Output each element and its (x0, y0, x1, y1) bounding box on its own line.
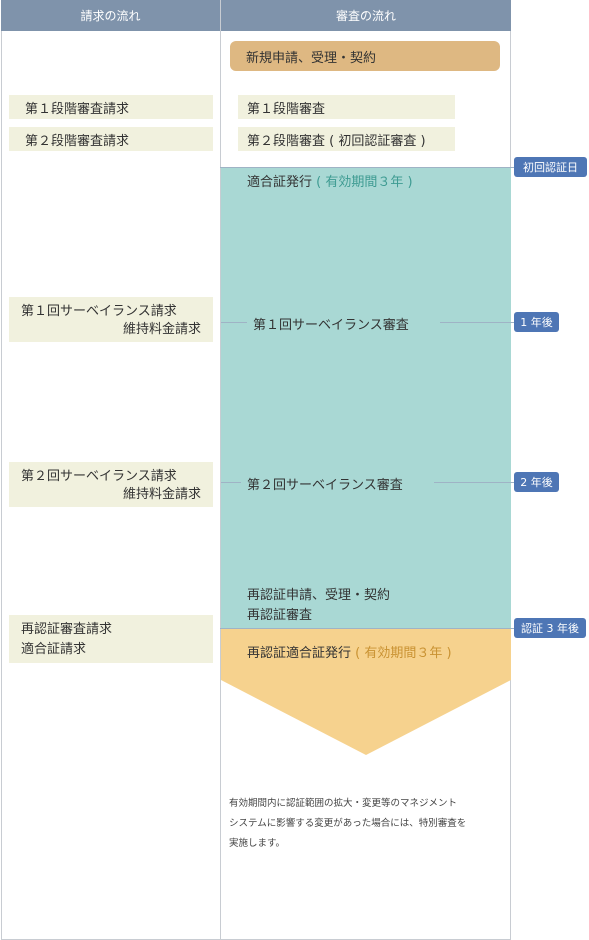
initial-cert-badge: 初回認証日 (514, 157, 587, 177)
recert-request-label: 再認証審査請求 (21, 622, 113, 637)
initial-cert-line (220, 167, 520, 168)
special-audit-note: 有効期間内に認証範囲の拡大・変更等のマネジメント システムに影響する変更があった… (229, 794, 507, 854)
stage1-audit-label: 第１段階審査 (247, 101, 326, 117)
billing-header: 請求の流れ (1, 0, 220, 31)
cert-validity-label: ( 有効期間３年 ) (312, 175, 413, 190)
stage1-audit-box: 第１段階審査 (238, 95, 455, 119)
recert-application-label: 再認証申請、受理・契約 (247, 588, 391, 603)
stage1-request-label: 第１段階審査請求 (25, 101, 130, 117)
recert-issue-label: 再認証適合証発行 (247, 646, 352, 661)
year2-line-left (221, 482, 241, 483)
audit-header: 審査の流れ (221, 0, 511, 31)
year3-line (220, 628, 520, 629)
stage2-audit-label: 第２段階審査 ( 初回認証審査 ) (247, 133, 426, 149)
surveillance2-request-box: 第２回サーベイランス請求 維持料金請求 (9, 462, 213, 507)
note-line-2: システムに影響する変更があった場合には、特別審査を (229, 818, 467, 829)
note-line-3: 実施します。 (229, 838, 286, 849)
stage2-request-box: 第２段階審査請求 (9, 127, 213, 151)
cert-issue-label: 適合証発行 (247, 175, 313, 190)
application-pill: 新規申請、受理・契約 (230, 41, 500, 71)
year3-badge: 認証 3 年後 (514, 618, 586, 638)
recert-validity-label: ( 有効期間３年 ) (351, 646, 452, 661)
surveillance2-request-label: 第２回サーベイランス請求 (21, 469, 177, 484)
stage2-audit-box: 第２段階審査 ( 初回認証審査 ) (238, 127, 455, 151)
year1-line-left (221, 322, 247, 323)
year2-line-right (434, 482, 520, 483)
validity-period-block (221, 167, 511, 628)
surveillance2-audit-label: 第２回サーベイランス審査 (247, 478, 403, 493)
surveillance1-audit-label: 第１回サーベイランス審査 (253, 318, 409, 333)
cert-fee-label: 適合証請求 (21, 642, 87, 657)
cert-issue-text: 適合証発行 ( 有効期間３年 ) (247, 171, 413, 190)
surveillance1-request-box: 第１回サーベイランス請求 維持料金請求 (9, 297, 213, 342)
recert-request-box: 再認証審査請求 適合証請求 (9, 615, 213, 663)
maintenance-fee1-label: 維持料金請求 (122, 322, 201, 337)
year1-badge: 1 年後 (514, 312, 559, 332)
year1-line-right (440, 322, 520, 323)
year2-badge: 2 年後 (514, 472, 559, 492)
surveillance1-request-label: 第１回サーベイランス請求 (21, 304, 177, 319)
stage1-request-box: 第１段階審査請求 (9, 95, 213, 119)
maintenance-fee2-label: 維持料金請求 (122, 487, 201, 502)
recert-issue-text: 再認証適合証発行 ( 有効期間３年 ) (247, 642, 452, 661)
stage2-request-label: 第２段階審査請求 (25, 133, 130, 149)
renewal-arrow-shape (221, 628, 511, 755)
note-line-1: 有効期間内に認証範囲の拡大・変更等のマネジメント (229, 798, 458, 809)
application-label: 新規申請、受理・契約 (246, 50, 377, 66)
recert-audit-label: 再認証審査 (247, 608, 313, 623)
